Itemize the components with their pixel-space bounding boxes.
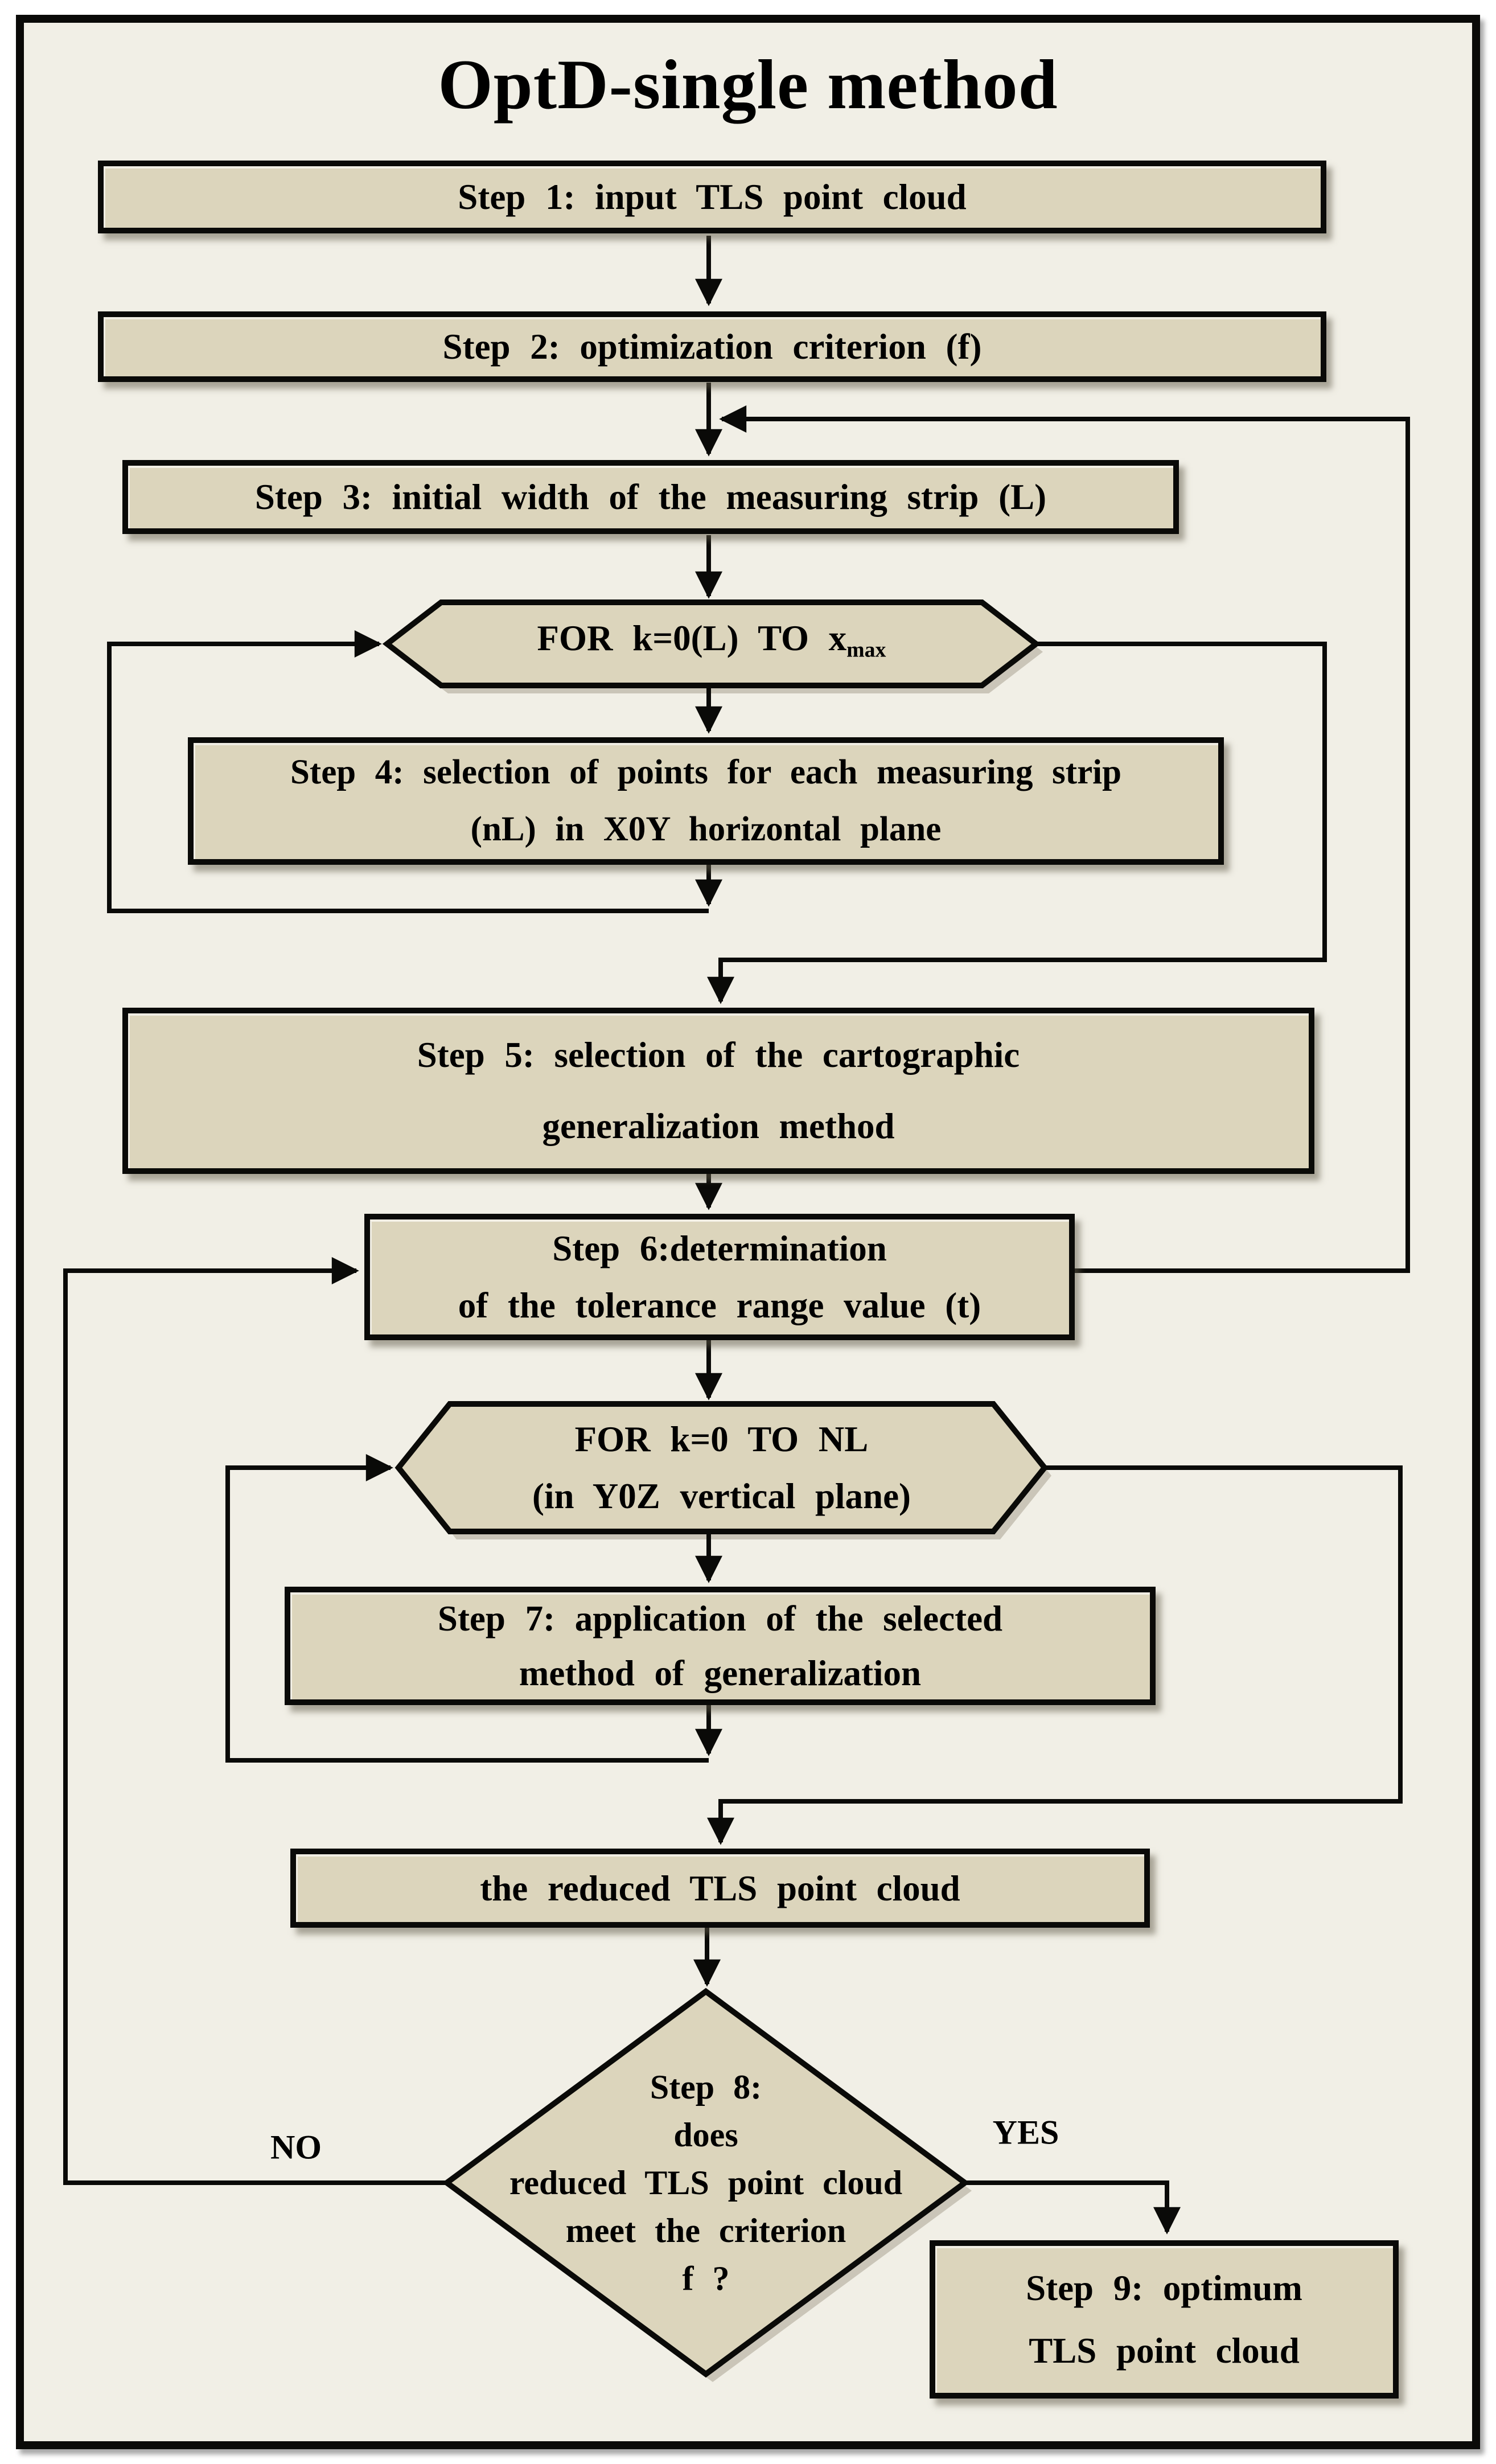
no-branch-label: NO — [270, 2128, 322, 2166]
step8-line4: meet the criterion — [565, 2212, 846, 2249]
step7-label-line1: Step 7: application of the selected — [437, 1599, 1003, 1638]
step1-label: Step 1: input TLS point cloud — [458, 177, 967, 217]
step1-box: Step 1: input TLS point cloud — [98, 161, 1326, 233]
xmax-subscript: max — [846, 638, 886, 662]
for-loop-2-text-line1: FOR k=0 TO NL — [574, 1419, 869, 1459]
step5-label-line1: Step 5: selection of the cartographic — [417, 1035, 1020, 1075]
step4-label-line2: (nL) in X0Y horizontal plane — [470, 810, 942, 848]
step9-box: Step 9: optimum TLS point cloud — [930, 2240, 1399, 2399]
step5-label-line2: generalization method — [542, 1106, 895, 1146]
step3-box: Step 3: initial width of the measuring s… — [122, 460, 1179, 534]
connector-step6-feedback-to-step3 — [719, 405, 1410, 1273]
connector-loopback2-to-forloop2 — [225, 1454, 709, 1763]
for-loop-1-label: FOR k=0(L) TO xmax — [387, 602, 1036, 685]
step3-label: Step 3: initial width of the measuring s… — [254, 477, 1047, 517]
step8-line2: does — [673, 2116, 738, 2154]
for-loop-1-hexagon — [382, 599, 1041, 688]
step2-label: Step 2: optimization criterion (f) — [442, 327, 982, 367]
for-loop-1-text: FOR k=0(L) TO xmax — [537, 618, 886, 662]
step8-line1: Step 8: — [650, 2068, 762, 2106]
reduced-cloud-box: the reduced TLS point cloud — [290, 1849, 1150, 1928]
step6-label-line1: Step 6:determination — [552, 1229, 887, 1268]
step7-box: Step 7: application of the selected meth… — [285, 1587, 1156, 1705]
step4-box: Step 4: selection of points for each mea… — [188, 737, 1224, 865]
connector-forloop1-exit-to-step5 — [707, 642, 1327, 1004]
step4-label-line1: Step 4: selection of points for each mea… — [290, 753, 1122, 791]
reduced-cloud-label: the reduced TLS point cloud — [480, 1868, 960, 1908]
connector-forloop2-exit-to-reduced — [707, 1465, 1403, 1845]
step6-label-line2: of the tolerance range value (t) — [458, 1286, 981, 1325]
step9-label-line2: TLS point cloud — [1029, 2331, 1300, 2371]
connector-yes-to-step9 — [966, 2180, 1181, 2235]
step8-line3: reduced TLS point cloud — [509, 2164, 903, 2202]
for-loop-2-text-line2: (in Y0Z vertical plane) — [532, 1476, 911, 1516]
page-title: OptD-single method — [438, 46, 1058, 124]
decision-diamond — [442, 1987, 970, 2378]
step6-box: Step 6:determination of the tolerance ra… — [364, 1214, 1075, 1340]
for-loop-2-label: FOR k=0 TO NL (in Y0Z vertical plane) — [398, 1404, 1045, 1531]
step9-label-line1: Step 9: optimum — [1026, 2268, 1302, 2308]
step8-decision-label: Step 8: does reduced TLS point cloud mee… — [447, 1991, 965, 2374]
step8-line5: f ? — [682, 2260, 730, 2297]
connector-no-loop-to-step6 — [63, 1257, 450, 2185]
step7-label-line2: method of generalization — [519, 1653, 922, 1693]
for-loop-2-hexagon — [394, 1401, 1049, 1534]
step2-box: Step 2: optimization criterion (f) — [98, 311, 1326, 382]
yes-branch-label: YES — [992, 2113, 1059, 2151]
step5-box: Step 5: selection of the cartographic ge… — [122, 1008, 1314, 1174]
connector-loopback1-to-forloop1 — [107, 630, 709, 913]
